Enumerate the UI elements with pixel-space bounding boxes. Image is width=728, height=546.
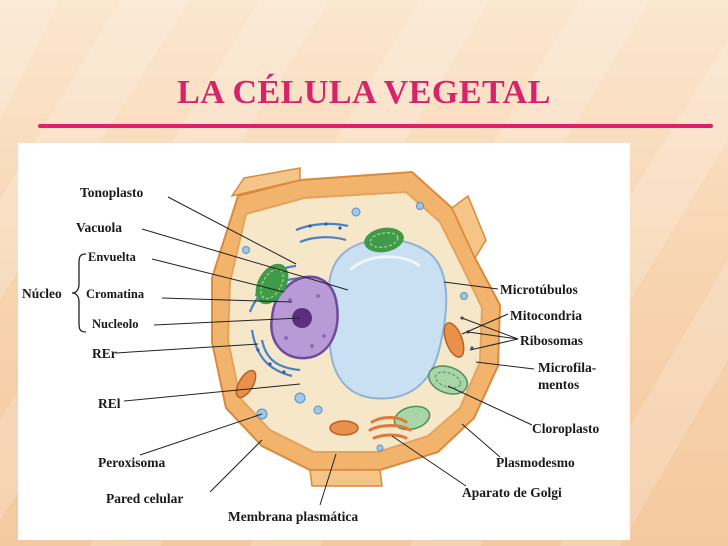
- label-tonoplasto: Tonoplasto: [80, 185, 144, 200]
- nucleus-brace: [71, 253, 87, 333]
- label-peroxisoma: Peroxisoma: [98, 455, 165, 470]
- label-cloroplasto: Cloroplasto: [532, 421, 600, 436]
- mitochondria: [235, 322, 465, 436]
- vacuole-highlight: [348, 255, 421, 272]
- label-rer: REr: [92, 346, 117, 361]
- golgi-apparatus: [368, 416, 412, 440]
- chloroplast-4: [393, 405, 431, 431]
- label-ribosomas: Ribosomas: [520, 333, 583, 348]
- leader-lines: [115, 196, 535, 506]
- label-mitocondria: Mitocondria: [510, 308, 582, 323]
- label-microfilamentos-1: Microfila-: [538, 360, 596, 375]
- label-plasmodesmo: Plasmodesmo: [496, 455, 575, 470]
- label-microtubulos: Microtúbulos: [500, 282, 578, 297]
- page-title: LA CÉLULA VEGETAL: [177, 74, 551, 111]
- label-rel: REl: [98, 396, 121, 411]
- label-cromatina: Cromatina: [86, 287, 145, 301]
- chloroplast-3: [427, 365, 469, 395]
- label-microfilamentos-2: mentos: [538, 377, 579, 392]
- label-aparato-golgi: Aparato de Golgi: [462, 485, 562, 500]
- nucleolus: [292, 308, 312, 328]
- label-vacuola: Vacuola: [76, 220, 122, 235]
- label-nucleolo: Nucleolo: [92, 317, 139, 331]
- label-membrana-plasmatica: Membrana plasmática: [228, 509, 358, 524]
- adjacent-wall-bottom: [309, 469, 383, 487]
- chloroplast-2: [364, 227, 404, 253]
- label-pared-celular: Pared celular: [106, 491, 183, 506]
- title-underline: [38, 124, 713, 128]
- label-envuelta: Envuelta: [88, 250, 137, 264]
- vesicles: [242, 202, 468, 452]
- chromatin: [284, 294, 326, 348]
- chloroplast-1: [255, 263, 289, 305]
- adjacent-wall-top: [230, 167, 301, 198]
- label-nucleo: Núcleo: [22, 286, 62, 301]
- adjacent-wall-right: [451, 194, 487, 260]
